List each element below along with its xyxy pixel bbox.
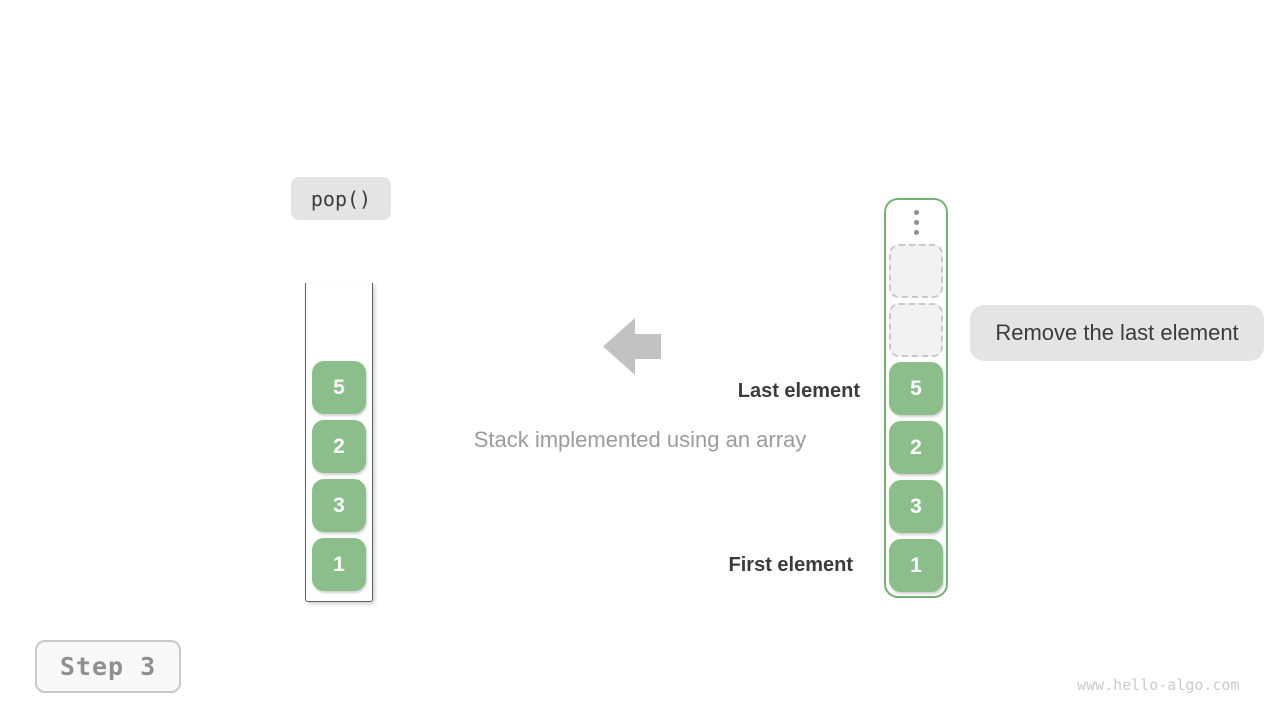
array-element: 3 <box>889 480 943 533</box>
last-element-label: Last element <box>737 380 860 402</box>
arrow-left-icon <box>603 318 661 375</box>
array-element: 5 <box>889 362 943 415</box>
remove-annotation: Remove the last element <box>970 305 1264 361</box>
stack-element: 5 <box>312 361 366 414</box>
watermark: www.hello-algo.com <box>1077 676 1240 694</box>
array-container: 5 2 3 1 <box>884 198 948 598</box>
stack-element: 3 <box>312 479 366 532</box>
array-element: 1 <box>889 539 943 592</box>
empty-slot <box>889 303 943 357</box>
step-badge: Step 3 <box>35 640 181 693</box>
stack-element: 2 <box>312 420 366 473</box>
vertical-ellipsis-icon <box>913 210 919 235</box>
stack-container: 5 2 3 1 <box>305 283 373 602</box>
array-element: 2 <box>889 421 943 474</box>
pop-operation-label: pop() <box>291 177 391 220</box>
first-element-label: First element <box>728 554 853 576</box>
stack-element: 1 <box>312 538 366 591</box>
empty-slot <box>889 244 943 298</box>
diagram-caption: Stack implemented using an array <box>473 427 807 452</box>
